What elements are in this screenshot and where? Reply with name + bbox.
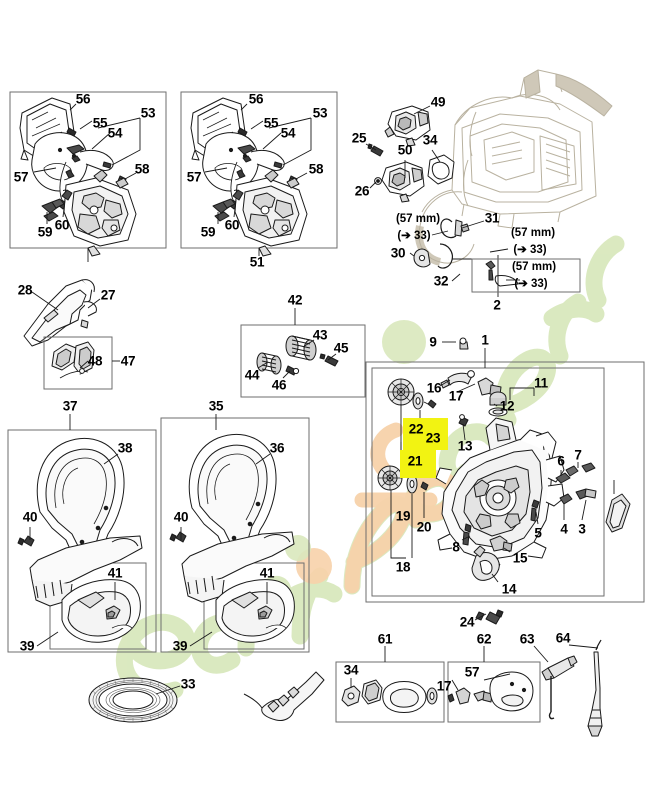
part-callout-21: 21	[407, 453, 423, 469]
part-callout-54: 54	[107, 125, 123, 141]
part-callout-55: 55	[92, 115, 108, 131]
part-callout-23: 23	[425, 430, 441, 446]
part-callout-26: 26	[354, 183, 370, 199]
part-callout-36: 36	[269, 440, 285, 456]
part-callout-1: 1	[481, 332, 489, 348]
part-callout-55: 55	[263, 115, 279, 131]
part-callout-34: 34	[422, 132, 438, 148]
part-callout-42: 42	[287, 292, 303, 308]
part-callout-5: 5	[534, 525, 542, 541]
part-callout-41: 41	[259, 565, 275, 581]
part-callout-16: 16	[426, 380, 442, 396]
part-callout-35: 35	[208, 398, 224, 414]
part-callout-49: 49	[430, 94, 446, 110]
part-callout-9: 9	[429, 334, 437, 350]
part-callout-46: 46	[271, 377, 287, 393]
part-callout-32: 32	[433, 273, 449, 289]
part-callout-48: 48	[87, 353, 103, 369]
part-callout-51: 51	[249, 254, 265, 270]
part-callout-44: 44	[244, 367, 260, 383]
part-callout-2: 2	[493, 297, 501, 313]
annotation-note: (➔ 33)	[397, 230, 431, 242]
part-callout-59: 59	[200, 224, 216, 240]
part-callout-53: 53	[140, 105, 156, 121]
part-callout-63: 63	[519, 631, 535, 647]
part-callout-8: 8	[452, 539, 460, 555]
part-callout-37: 37	[62, 398, 78, 414]
part-callout-17: 17	[436, 678, 452, 694]
part-callout-43: 43	[312, 327, 328, 343]
part-callout-39: 39	[172, 638, 188, 654]
highlight-22-23	[403, 418, 448, 450]
part-callout-64: 64	[555, 630, 571, 646]
part-callout-57: 57	[186, 169, 202, 185]
part-callout-20: 20	[416, 519, 432, 535]
part-callout-31: 31	[484, 210, 500, 226]
part-callout-56: 56	[248, 91, 264, 107]
part-callout-53: 53	[312, 105, 328, 121]
part-callout-14: 14	[501, 581, 517, 597]
part-callout-25: 25	[351, 130, 367, 146]
part-callout-6: 6	[557, 453, 565, 469]
part-callout-60: 60	[224, 217, 240, 233]
part-callout-3: 3	[578, 521, 586, 537]
part-callout-62: 62	[476, 631, 492, 647]
part-callout-47: 47	[120, 353, 136, 369]
part-callout-54: 54	[280, 125, 296, 141]
part-callout-15: 15	[512, 550, 528, 566]
part-callout-50: 50	[397, 142, 413, 158]
part-callout-58: 58	[308, 161, 324, 177]
part-callout-40: 40	[22, 509, 38, 525]
part-callout-60: 60	[54, 217, 70, 233]
part-callout-34: 34	[343, 662, 359, 678]
part-callout-40: 40	[173, 509, 189, 525]
part-callout-61: 61	[377, 631, 393, 647]
part-callout-39: 39	[19, 638, 35, 654]
part-callout-24: 24	[459, 614, 475, 630]
annotation-note: (57 mm)	[511, 261, 557, 273]
annotation-note: (➔ 33)	[514, 278, 548, 290]
annotation-note: (➔ 33)	[513, 244, 547, 256]
part-callout-4: 4	[560, 521, 568, 537]
part-callout-19: 19	[395, 508, 411, 524]
part-callout-17: 17	[448, 388, 464, 404]
part-callout-56: 56	[75, 91, 91, 107]
part-callout-30: 30	[390, 245, 406, 261]
part-callout-45: 45	[333, 340, 349, 356]
part-callout-12: 12	[499, 398, 515, 414]
part-callout-41: 41	[107, 565, 123, 581]
part-callout-59: 59	[37, 224, 53, 240]
highlight-21	[400, 450, 436, 478]
part-callout-22: 22	[408, 421, 424, 437]
part-callout-7: 7	[574, 447, 582, 463]
part-callout-33: 33	[180, 676, 196, 692]
part-callout-38: 38	[117, 440, 133, 456]
part-callout-18: 18	[395, 559, 411, 575]
part-callout-57: 57	[464, 664, 480, 680]
part-callout-11: 11	[534, 375, 548, 391]
annotation-note: (57 mm)	[395, 213, 441, 225]
part-callout-57: 57	[13, 169, 29, 185]
part-callout-27: 27	[100, 287, 116, 303]
annotation-note: (57 mm)	[510, 227, 556, 239]
part-callout-58: 58	[134, 161, 150, 177]
part-callout-28: 28	[17, 282, 33, 298]
part-callout-13: 13	[457, 438, 473, 454]
